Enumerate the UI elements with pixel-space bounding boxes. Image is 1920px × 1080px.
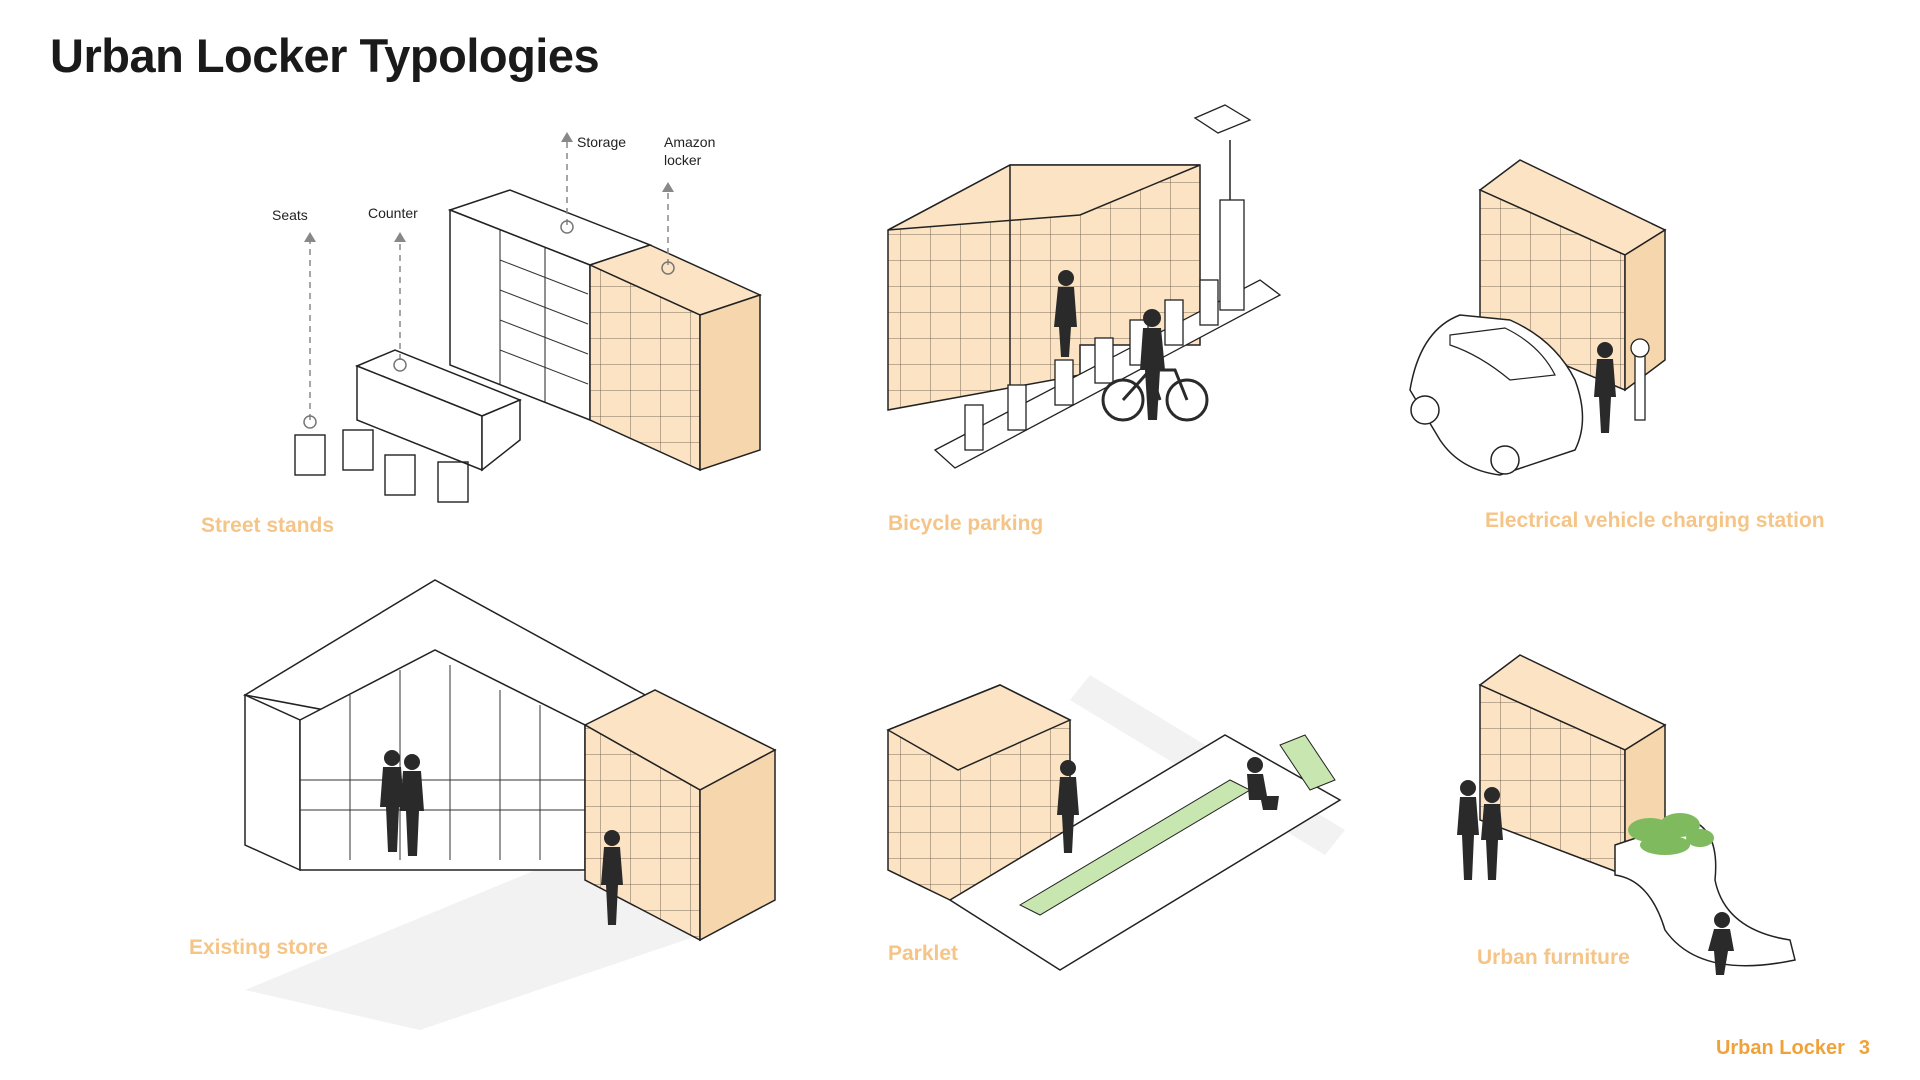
callout-amazon-locker: Amazon locker [664,133,715,169]
street-stands-illustration [294,132,763,503]
footer-page-number: 3 [1858,1037,1870,1059]
callout-seats: Seats [272,207,308,223]
caption-street-stands: Street stands [201,514,335,537]
parklet-illustration [886,675,1345,971]
page-title: Urban Locker Typologies [50,29,600,82]
callout-storage: Storage [577,134,627,150]
caption-urban-furniture: Urban furniture [1477,946,1630,969]
existing-store-illustration [242,579,777,1030]
ev-charging-illustration [1409,159,1667,476]
footer-brand: Urban Locker [1715,1037,1845,1059]
footer: Urban Locker 3 [1702,1037,1870,1060]
callout-amazon-line1: Amazon [664,134,716,150]
callout-amazon-line2: locker [664,152,702,168]
caption-parklet: Parklet [888,942,959,965]
caption-ev-charging: Electrical vehicle charging station [1485,509,1825,532]
caption-bicycle-parking: Bicycle parking [888,512,1044,535]
caption-existing-store: Existing store [189,936,328,959]
urban-furniture-illustration [1457,654,1796,975]
callout-counter: Counter [368,205,418,221]
bicycle-parking-illustration [887,104,1282,469]
